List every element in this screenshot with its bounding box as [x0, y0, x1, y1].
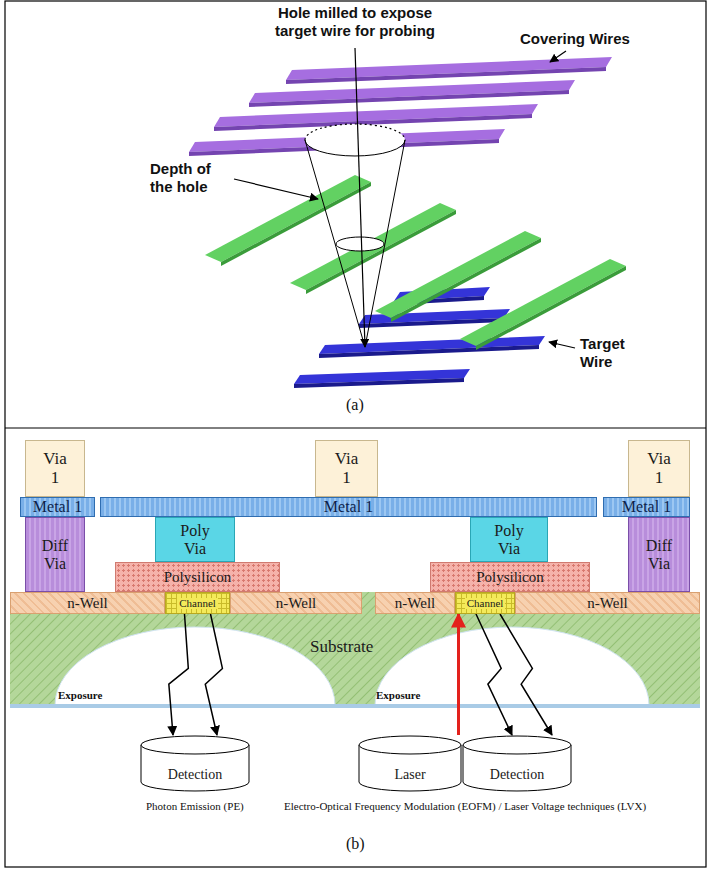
diff-via: Diff Via: [628, 517, 690, 592]
cylinder-shape: [140, 735, 250, 792]
via-block: Via 1: [628, 440, 690, 497]
hole-opening: [305, 124, 405, 156]
callout-label: Hole milled to expose target wire for pr…: [255, 4, 455, 40]
layer-label: n-Well: [587, 596, 627, 611]
layer-label: Polysilicon: [164, 569, 232, 586]
callout-label: Depth of the hole: [150, 160, 230, 196]
diff-via: Diff Via: [25, 517, 85, 592]
cylinder-top: [359, 736, 461, 754]
hole-section: [336, 237, 384, 251]
layer-label: Channel: [177, 598, 218, 609]
covering-wire-edge: [249, 90, 569, 107]
layer-label: Via 1: [43, 450, 67, 487]
layer-label: Detection: [168, 767, 222, 782]
detector-cylinder: Detection: [140, 735, 250, 792]
hole-cone: [305, 140, 365, 347]
blue-wire-edge: [294, 378, 464, 388]
region-label: Exposure: [376, 689, 420, 701]
layer-label: Poly Via: [180, 522, 209, 557]
green-wire: [290, 203, 456, 290]
exposure-surface: [10, 704, 700, 708]
panel-label: (b): [346, 835, 365, 853]
n-well-region: n-Well: [515, 592, 700, 614]
via-block: Via 1: [315, 440, 378, 497]
laser-beam-arrow: [457, 614, 460, 735]
polysilicon-gate: Polysilicon: [115, 562, 280, 592]
emission-arrow: [476, 614, 512, 735]
layer-label: Metal 1: [324, 499, 373, 515]
leader-line: [234, 179, 318, 199]
substrate-layer: Substrate: [10, 614, 700, 705]
hole-cone: [365, 140, 405, 347]
callout-label: Target Wire: [580, 335, 625, 371]
target-wire-edge: [319, 345, 539, 358]
emission-arrow: [205, 614, 222, 735]
cylinder-shape: [462, 735, 572, 792]
layer-label: n-Well: [67, 596, 107, 611]
emission-arrow: [169, 614, 188, 735]
layer-label: Metal 1: [622, 499, 671, 515]
channel-region: Channel: [165, 592, 230, 614]
callout-label: Covering Wires: [520, 30, 630, 48]
panel-label: (a): [346, 396, 364, 414]
leader-line: [550, 51, 566, 62]
region-label: Exposure: [58, 689, 102, 701]
poly-via: Poly Via: [155, 517, 235, 562]
layer-label: Laser: [394, 767, 425, 782]
layer-label: Detection: [490, 767, 544, 782]
cylinder-top: [141, 736, 249, 754]
channel-region: Channel: [455, 592, 515, 614]
layer-label: Channel: [465, 598, 506, 609]
laser-cylinder: Laser: [358, 735, 462, 792]
layer-label: Substrate: [310, 638, 373, 657]
panel-divider: [5, 428, 706, 429]
technique-caption: Electro-Optical Frequency Modulation (EO…: [284, 800, 646, 812]
layer-label: Diff Via: [42, 537, 68, 572]
metal-layer: Metal 1: [603, 497, 690, 517]
green-wire: [460, 259, 626, 346]
cylinder-shape: [358, 735, 462, 792]
emission-arrow: [500, 614, 552, 735]
layer-label: Diff Via: [646, 537, 672, 572]
n-well-region: n-Well: [10, 592, 165, 614]
metal-layer: Metal 1: [100, 497, 597, 517]
technique-caption: Photon Emission (PE): [146, 800, 244, 812]
substrate-gap: [362, 592, 375, 614]
cylinder-top: [463, 736, 571, 754]
layer-label: n-Well: [276, 596, 316, 611]
layer-label: Metal 1: [33, 499, 82, 515]
layer-label: Via 1: [335, 450, 359, 487]
hole-rim-dotted: [305, 124, 405, 140]
frame: [5, 1, 706, 867]
layer-label: Poly Via: [494, 522, 523, 557]
detector-cylinder: Detection: [462, 735, 572, 792]
probe-axis-arrow: [355, 48, 365, 347]
green-wire: [375, 231, 541, 318]
leader-line: [549, 342, 575, 348]
blue-wire-edge: [359, 318, 504, 328]
exposure-dome: [375, 627, 649, 705]
polysilicon-gate: Polysilicon: [430, 562, 590, 592]
n-well-region: n-Well: [375, 592, 455, 614]
n-well-region: n-Well: [230, 592, 362, 614]
metal-layer: Metal 1: [20, 497, 95, 517]
exposure-dome: [55, 627, 335, 705]
layer-label: Polysilicon: [476, 569, 544, 586]
poly-via: Poly Via: [470, 517, 548, 562]
via-block: Via 1: [25, 440, 85, 497]
hole-rim: [305, 140, 405, 156]
substrate-region: [10, 614, 700, 705]
layer-label: Via 1: [647, 450, 671, 487]
layer-label: n-Well: [395, 596, 435, 611]
